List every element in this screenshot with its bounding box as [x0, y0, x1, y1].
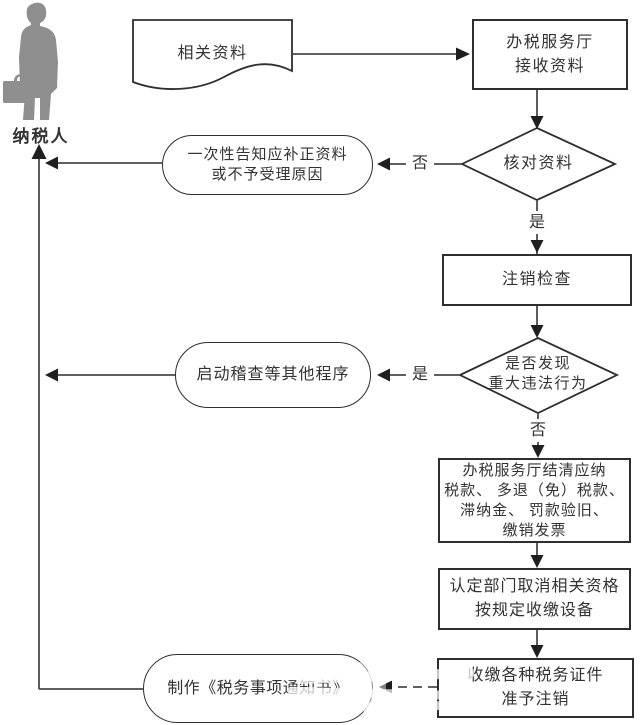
receive-docs-line2: 接收资料 — [514, 57, 585, 75]
related-docs-label: 相关资料 — [177, 45, 248, 62]
start-audit-label: 启动稽查等其他程序 — [196, 366, 350, 383]
process-settle-taxes: 办税服务厅结清应纳 税款、 多退（免）税款、 滞纳金、 罚款验旧、 缴销发票 — [438, 458, 631, 543]
revoke-qualification-line1: 认定部门取消相关资格 — [449, 578, 620, 595]
decision-major-violation — [457, 337, 620, 414]
settle-taxes-line2: 税款、 多退（免）税款、 — [444, 482, 625, 499]
process-revoke-qualification: 认定部门取消相关资格 按规定收缴设备 — [438, 568, 631, 630]
watermark-streak — [356, 662, 386, 708]
deregistration-check-label: 注销检查 — [501, 271, 572, 288]
revoke-qualification-line2: 按规定收缴设备 — [474, 602, 594, 619]
taxpayer-silhouette-icon — [3, 2, 58, 120]
major-violation-label: 是否发现 重大违法行为 — [448, 354, 628, 394]
taxpayer-label: 纳税人 — [12, 127, 70, 146]
decision-verify-docs — [459, 127, 618, 201]
process-collect-certificates: 收缴各种税务证件 准予注销 — [437, 658, 634, 718]
collect-certificates-line2: 准予注销 — [501, 691, 570, 708]
onetime-notify-line2: 或不予受理原因 — [211, 167, 324, 183]
settle-taxes-line4: 缴销发票 — [502, 522, 567, 539]
receive-docs-line1: 办税服务厅 — [506, 33, 594, 51]
settle-taxes-line1: 办税服务厅结清应纳 — [462, 462, 607, 479]
edge-label-violation-yes: 是 — [406, 363, 434, 386]
collect-certificates-line1: 收缴各种税务证件 — [467, 667, 604, 684]
terminal-onetime-notify: 一次性告知应补正资料 或不予受理原因 — [162, 135, 373, 195]
edge-label-verify-yes: 是 — [523, 211, 551, 234]
process-receive-docs: 办税服务厅 接收资料 — [472, 19, 628, 90]
onetime-notify-line1: 一次性告知应补正资料 — [187, 147, 348, 163]
verify-docs-label: 核对资料 — [503, 155, 574, 172]
major-violation-line2: 重大违法行为 — [488, 376, 588, 392]
terminal-start-audit: 启动稽查等其他程序 — [175, 342, 371, 408]
process-deregistration-check: 注销检查 — [442, 254, 632, 306]
edge-label-verify-no: 否 — [406, 152, 434, 175]
arrowheads — [31, 47, 545, 694]
edge-label-violation-no: 否 — [524, 419, 552, 442]
major-violation-line1: 是否发现 — [504, 356, 571, 372]
settle-taxes-line3: 滞纳金、 罚款验旧、 — [460, 502, 609, 519]
document-shape — [132, 19, 293, 90]
